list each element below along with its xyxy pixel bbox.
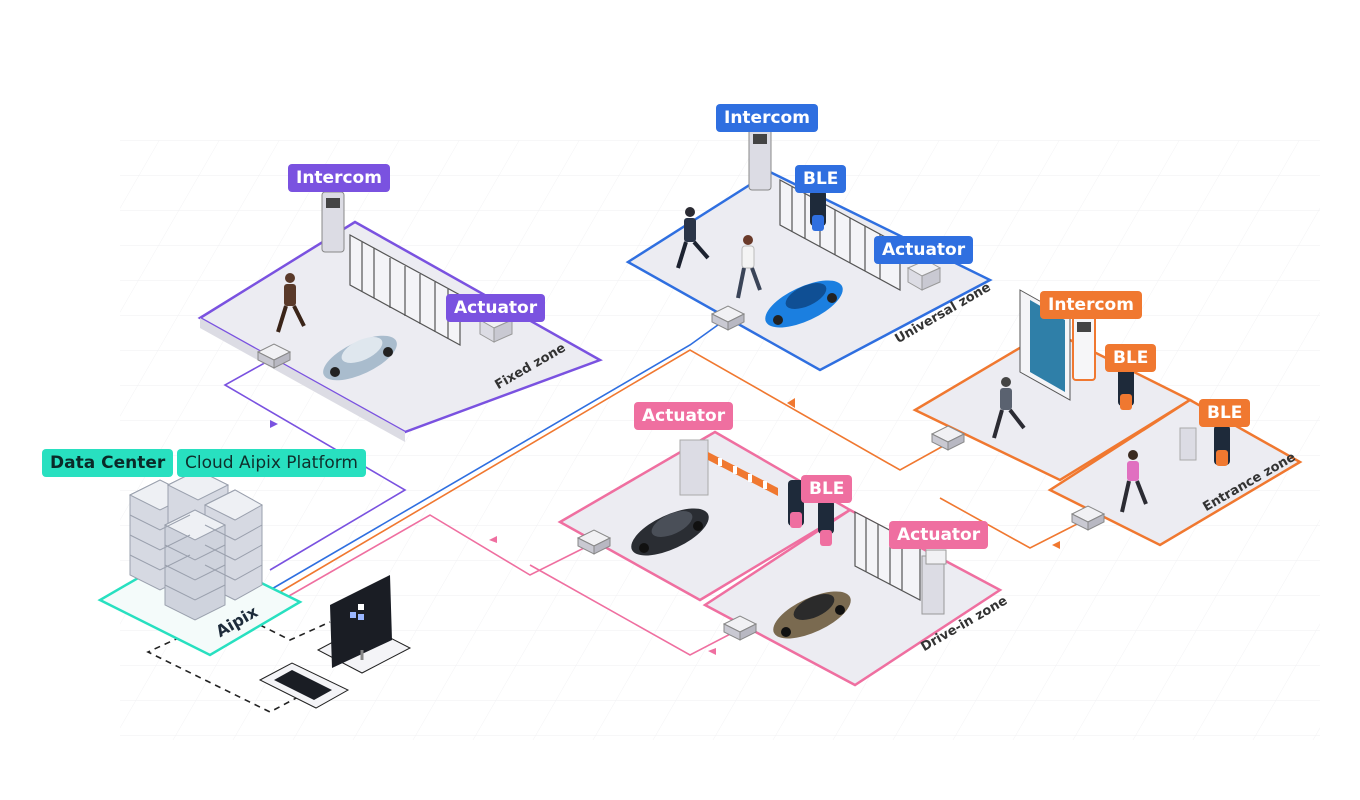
arrow-icon: [708, 648, 716, 655]
intercom-device: [748, 127, 772, 191]
monitor: [316, 575, 412, 674]
car-silver: [323, 335, 397, 381]
drivein-zone-actuator-tag: Actuator: [634, 402, 734, 430]
controller-box: [722, 615, 758, 641]
arrow-icon: [1052, 541, 1060, 549]
ble-reader: [1179, 425, 1230, 466]
arrow-icon: [787, 398, 795, 408]
car-blue: [765, 280, 843, 328]
person-walking: [992, 377, 1026, 439]
connection-phone: [249, 619, 331, 641]
controller-box: [930, 425, 966, 451]
connection-universal: [269, 321, 723, 591]
car-brown: [773, 591, 851, 639]
flow-arrows: [270, 398, 1060, 655]
universal-zone-intercom-tag: Intercom: [716, 104, 818, 132]
entrance-zone-intercom-tag: Intercom: [1040, 291, 1142, 319]
data-center-tag: Data Center: [42, 449, 174, 477]
connection-fixed: [223, 359, 407, 571]
barrier-arm: [679, 439, 778, 496]
arrow-icon: [270, 420, 278, 428]
cloud-platform-tag: Cloud Aipix Platform: [177, 449, 366, 477]
entrance-zone-ble-tag-2: BLE: [1199, 399, 1251, 427]
entrance-zone-ble-tag: BLE: [1105, 344, 1157, 372]
drivein-zone-actuator-tag-2: Actuator: [889, 521, 989, 549]
ble-reader: [1118, 368, 1134, 410]
phone: [258, 662, 350, 709]
connection-entrance-top: [274, 349, 946, 596]
connection-entrance-bottom: [939, 497, 1086, 549]
connections: [146, 321, 1086, 713]
person-walking: [736, 235, 762, 299]
car-black: [631, 508, 709, 556]
controller-box: [576, 529, 612, 555]
person-walking: [676, 207, 710, 269]
server-racks: [128, 469, 264, 621]
ble-reader: [810, 190, 826, 231]
ble-reader: [788, 480, 834, 546]
drivein-zone-ble-tag: BLE: [801, 475, 853, 503]
connection-drivein-2: [529, 564, 739, 656]
controller-box: [710, 305, 746, 331]
actuator-box: [921, 549, 947, 615]
person-walking: [276, 273, 306, 333]
person-walking: [1120, 450, 1148, 513]
controller-box: [256, 343, 292, 369]
intercom-device: [1072, 315, 1096, 381]
fixed-zone-intercom-tag: Intercom: [288, 164, 390, 192]
universal-zone-ble-tag: BLE: [795, 165, 847, 193]
fixed-zone-gate: [349, 233, 461, 347]
arrow-icon: [489, 536, 497, 543]
fixed-zone-actuator-tag: Actuator: [446, 294, 546, 322]
intercom-device: [321, 191, 345, 253]
connection-drivein: [281, 514, 591, 601]
universal-zone-actuator-tag: Actuator: [874, 236, 974, 264]
controller-box: [1070, 505, 1106, 531]
connection-monitor: [146, 627, 331, 713]
